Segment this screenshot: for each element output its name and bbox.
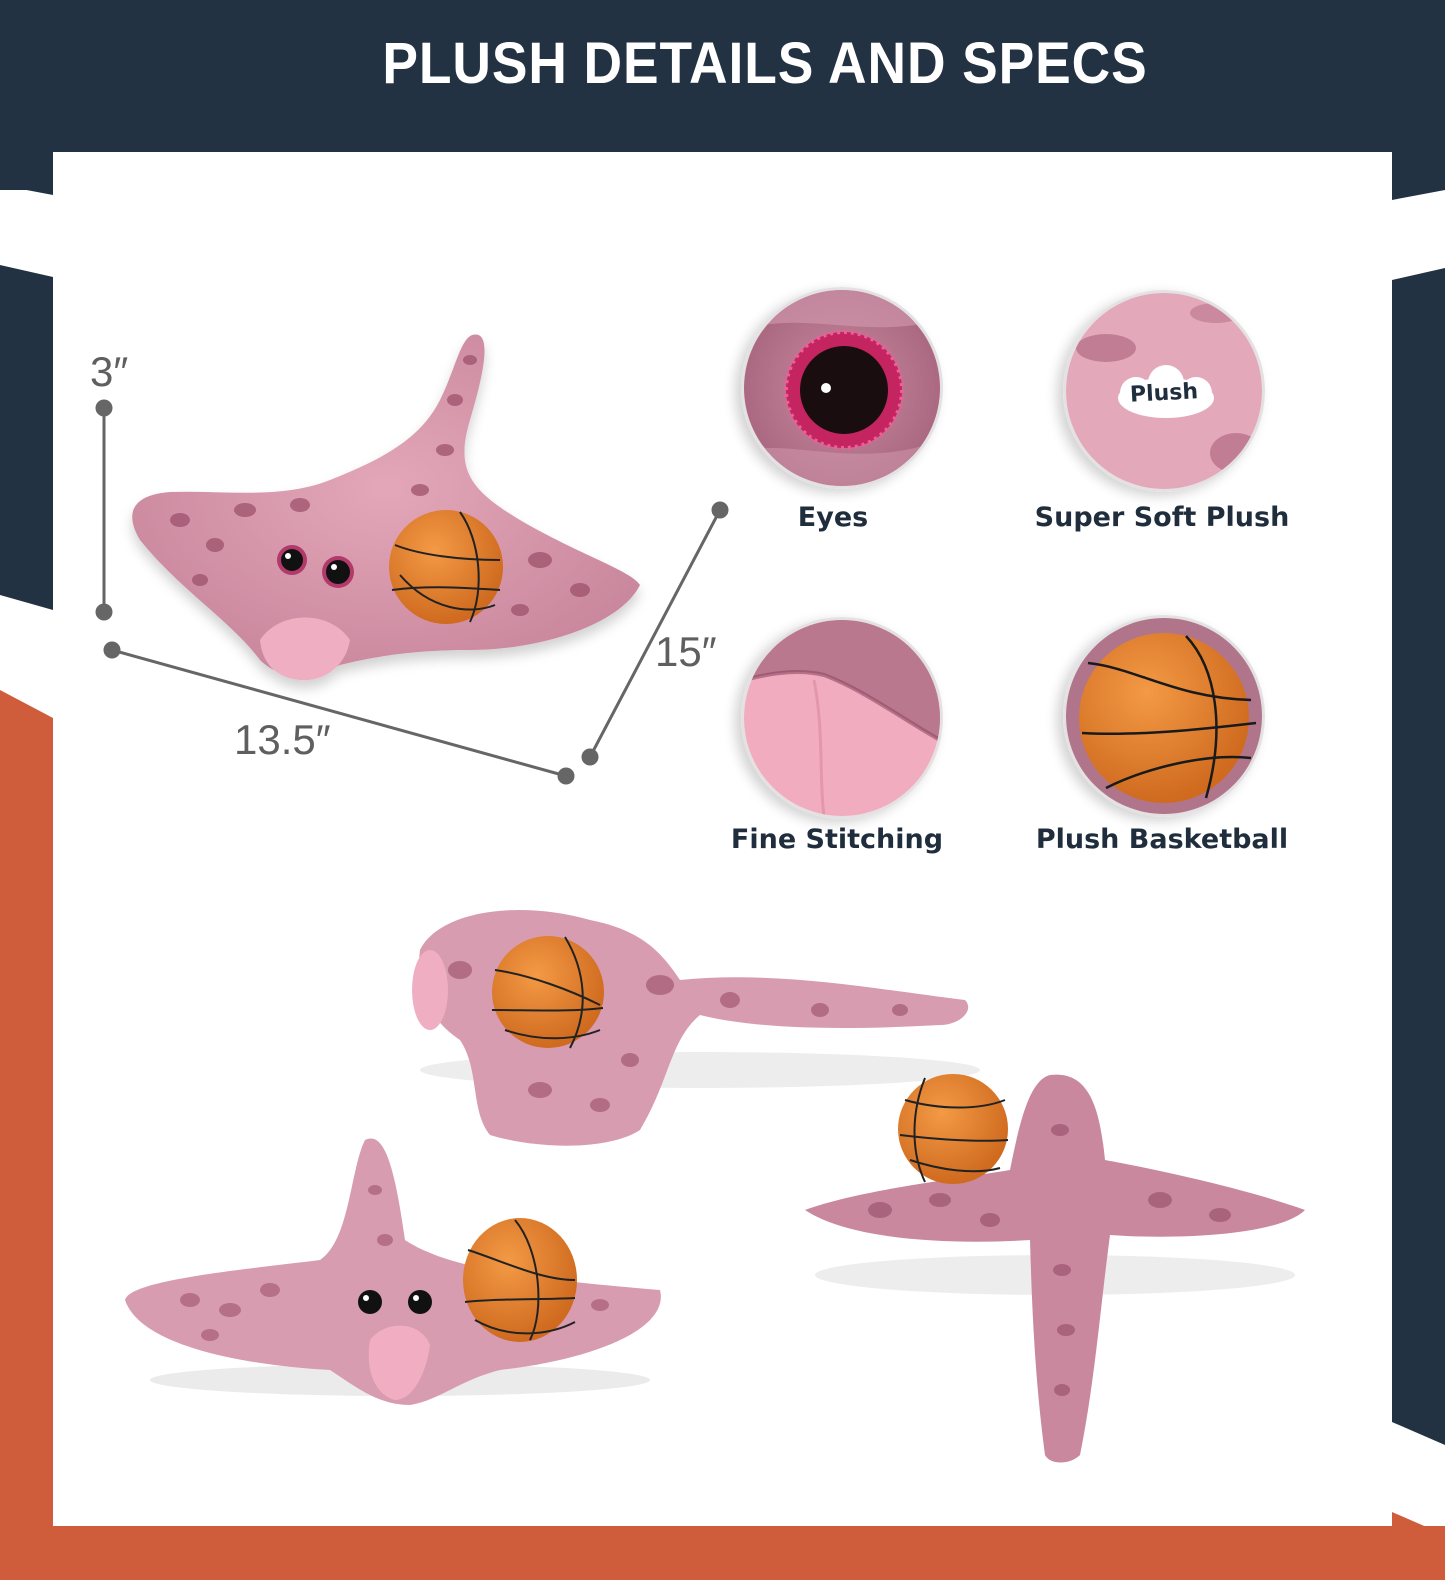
dimension-height-label: 3″ — [90, 348, 129, 395]
dimension-width-label: 13.5″ — [234, 716, 331, 763]
dimension-lines — [95, 399, 729, 785]
dimension-length-label: 15″ — [655, 628, 717, 675]
detail-label-fine-stitching: Fine Stitching — [730, 824, 944, 855]
detail-label-super-soft-plush: Super Soft Plush — [1034, 502, 1290, 533]
stitching-icon — [744, 620, 940, 816]
left-navy-band — [0, 265, 53, 610]
fine-stitching-closeup — [741, 617, 943, 819]
detail-label-eyes: Eyes — [797, 502, 869, 533]
stingray-main-view — [95, 334, 729, 785]
stingray-front-view — [125, 1138, 661, 1405]
right-navy-top — [1392, 152, 1445, 200]
detail-label-plush-basketball: Plush Basketball — [1035, 824, 1289, 855]
super-soft-plush-closeup: Plush — [1063, 290, 1265, 492]
right-navy-band — [1392, 268, 1445, 1445]
left-orange-band — [0, 690, 53, 1580]
stingray-back-view — [805, 1074, 1305, 1463]
stingray-body — [132, 334, 640, 681]
glitter-eye-icon — [744, 290, 940, 486]
basketball-icon — [389, 510, 503, 624]
basketball-icon — [1066, 618, 1262, 814]
page-title: PLUSH DETAILS AND SPECS — [382, 31, 1148, 96]
stingray-side-view — [412, 910, 980, 1146]
left-navy-top — [0, 152, 53, 195]
plush-cloud-badge — [1118, 365, 1214, 418]
stingray-eyes — [277, 545, 354, 588]
eyes-closeup — [741, 287, 943, 489]
footer-band — [0, 1526, 1445, 1580]
plush-basketball-closeup — [1063, 615, 1265, 817]
stingray-spots — [170, 355, 590, 616]
